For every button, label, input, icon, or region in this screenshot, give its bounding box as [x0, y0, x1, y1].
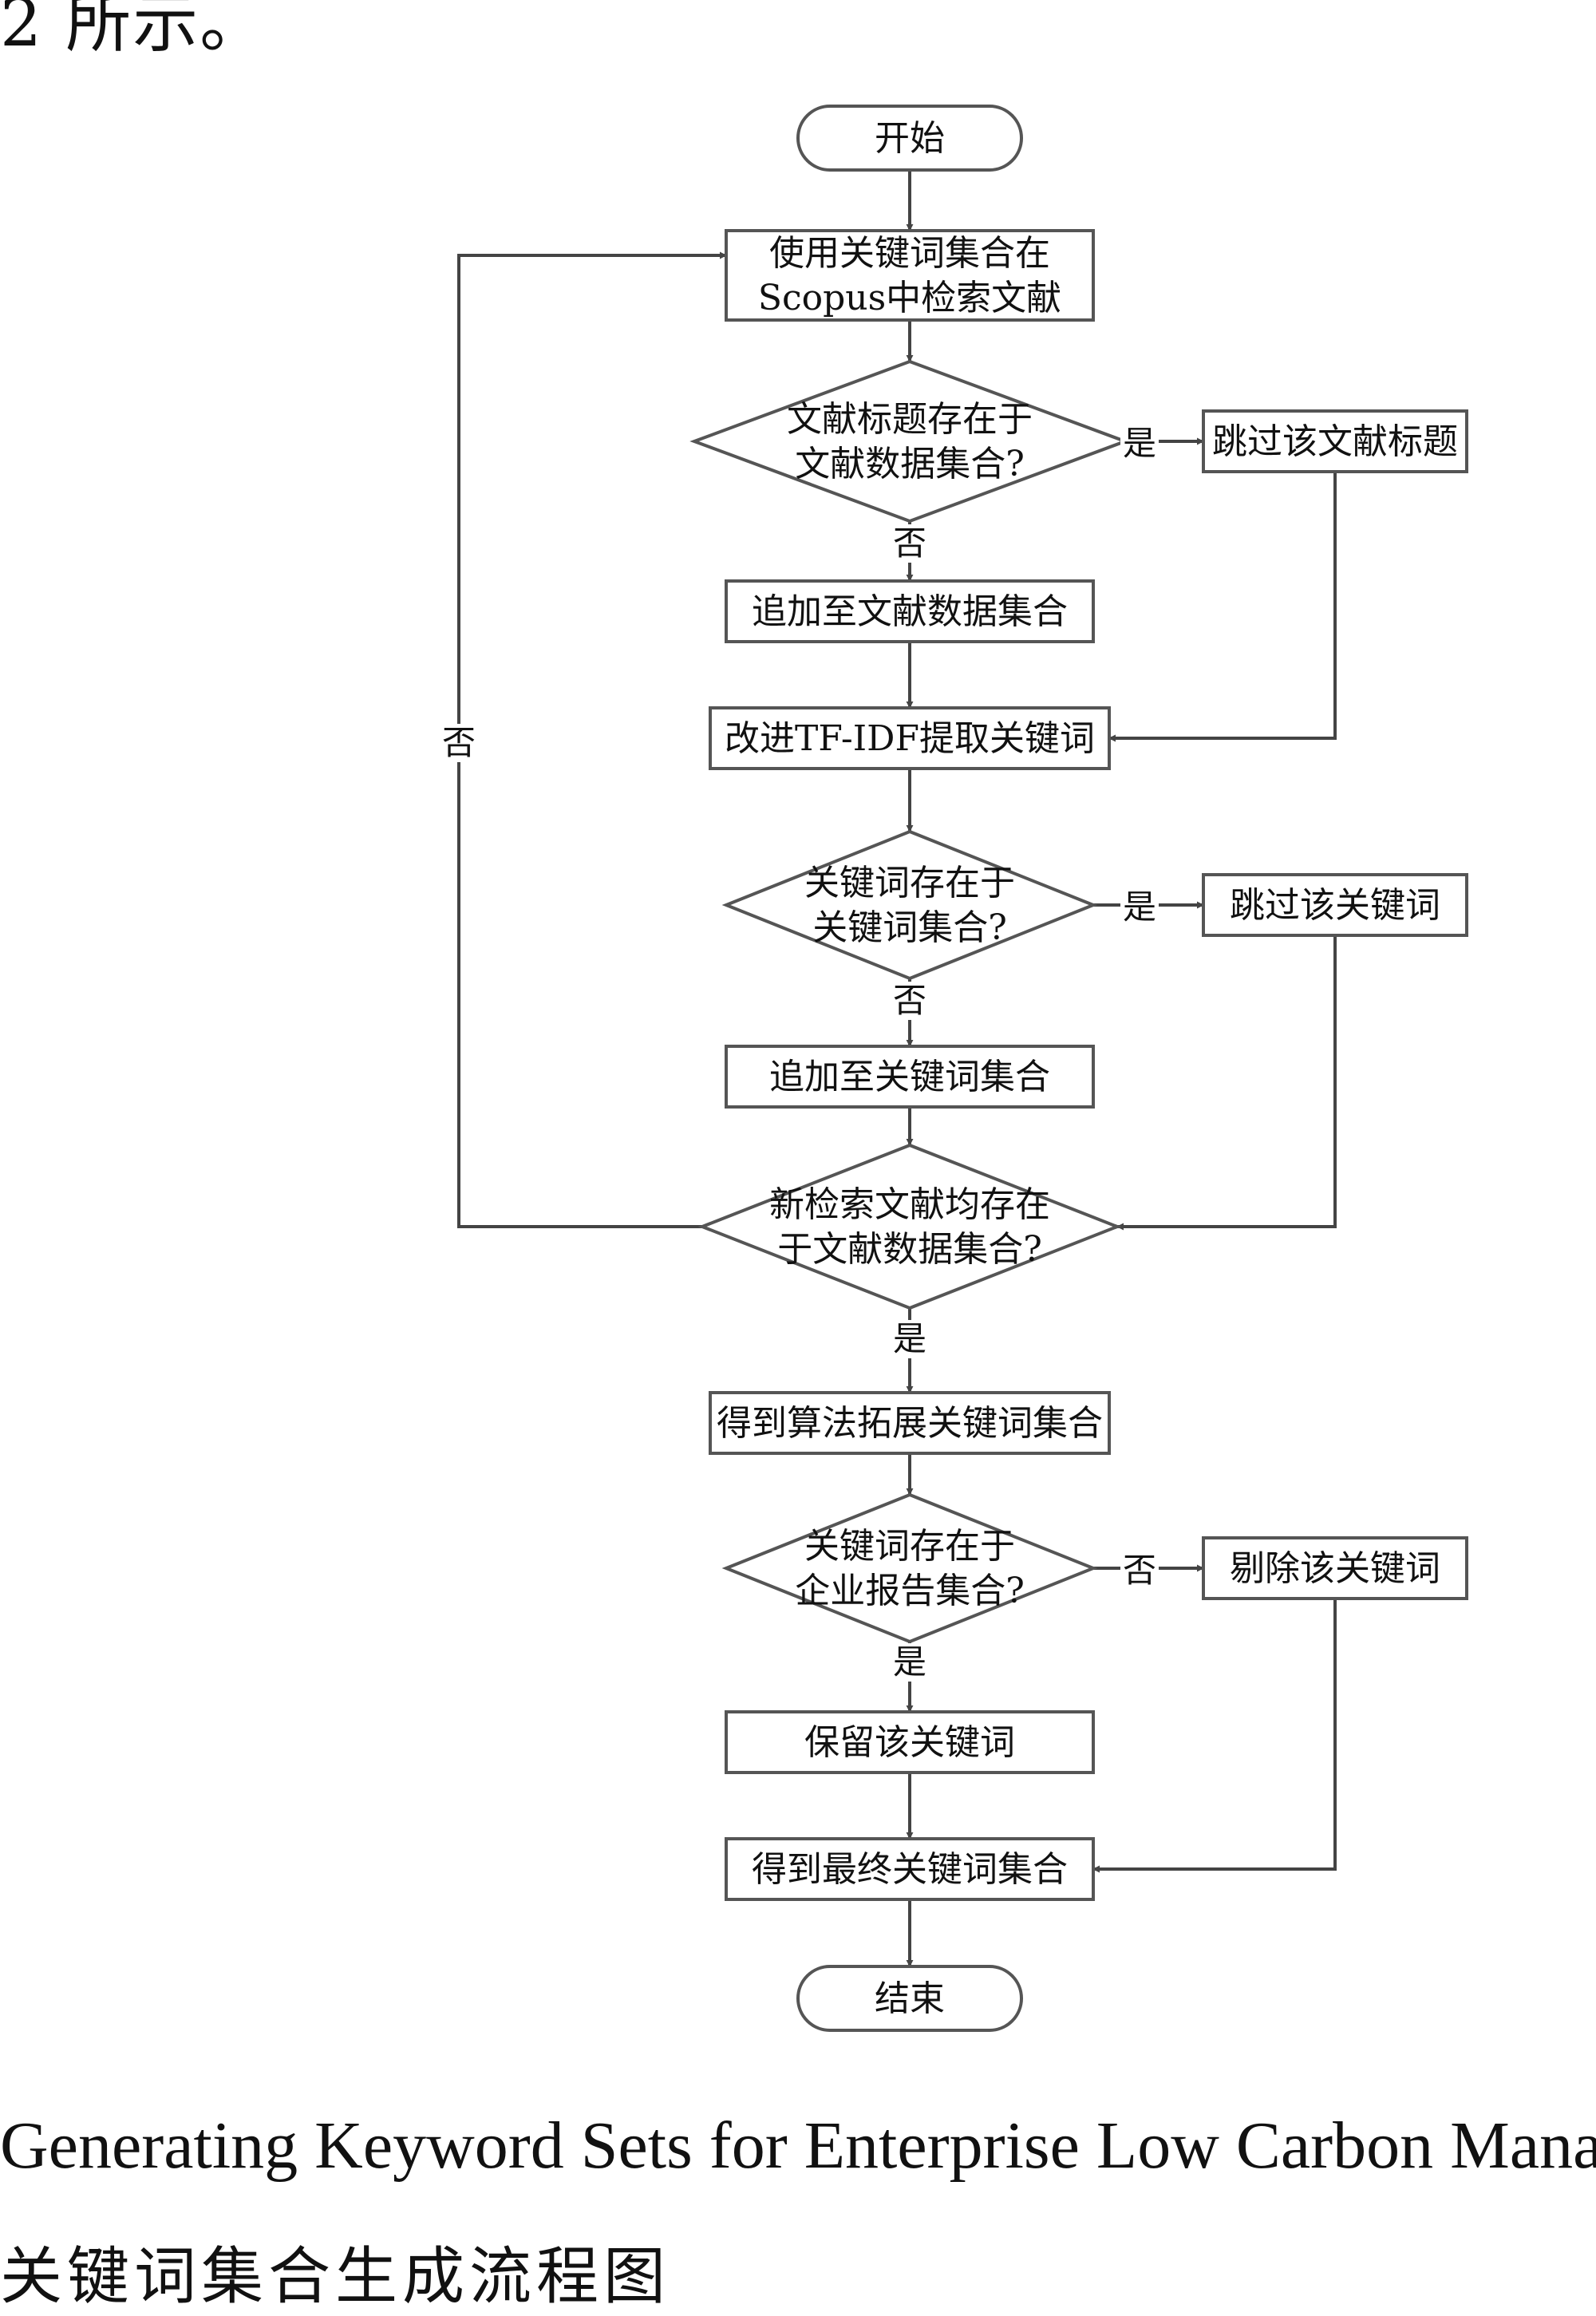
process-box	[709, 1391, 1111, 1455]
decision-diamond	[689, 359, 1130, 524]
decision-diamond	[697, 1143, 1122, 1310]
node-label: 于文献数据集合?	[777, 1229, 1042, 1270]
node-skip-kw: 跳过该关键词	[1202, 873, 1468, 937]
edge-label: 是	[893, 1319, 926, 1358]
decision-diamond	[721, 829, 1098, 981]
process-box	[1202, 409, 1468, 473]
figure-caption-chinese: 关键词集合生成流程图	[0, 2241, 671, 2313]
edge-label-backing	[1120, 1551, 1159, 1590]
node-label: 企业报告集合?	[795, 1571, 1025, 1611]
process-box	[1202, 1536, 1468, 1600]
node-tfidf: 改进TF-IDF提取关键词	[709, 706, 1111, 770]
node-end: 结束	[796, 1965, 1023, 2032]
edge-label: 是	[1123, 887, 1156, 927]
node-label: 追加至关键词集合	[769, 1057, 1050, 1097]
edge-label-backing	[891, 1320, 929, 1358]
node-label: 剔除该关键词	[1230, 1548, 1440, 1589]
node-append-kw: 追加至关键词集合	[725, 1045, 1095, 1109]
node-label: 新检索文献均存在	[769, 1184, 1050, 1225]
node-label: 跳过该关键词	[1230, 885, 1440, 926]
flowchart: 开始使用关键词集合在Scopus中检索文献文献标题存在于文献数据集合?跳过该文献…	[440, 105, 1468, 2032]
node-label: 关键词存在于	[804, 1526, 1015, 1567]
node-label: 结束	[875, 1978, 945, 2019]
process-box	[725, 229, 1095, 322]
node-label: 跳过该文献标题	[1212, 421, 1458, 462]
process-box	[725, 1710, 1095, 1774]
node-append-doc: 追加至文献数据集合	[725, 579, 1095, 643]
edge-label-backing	[891, 982, 929, 1020]
decision-diamond	[721, 1492, 1098, 1644]
edge-label-backing	[1120, 888, 1159, 927]
process-box	[725, 1045, 1095, 1109]
node-label: 开始	[875, 118, 945, 159]
node-remove-kw: 剔除该关键词	[1202, 1536, 1468, 1600]
process-box	[1202, 873, 1468, 937]
edge-label-backing	[1120, 425, 1159, 463]
node-label: 追加至文献数据集合	[752, 591, 1068, 632]
edge-d-new-docs-to-search	[457, 251, 727, 1228]
node-label: Scopus中检索文献	[758, 278, 1061, 318]
edge-remove-kw-to-get-final	[1092, 1599, 1337, 1873]
node-start: 开始	[796, 105, 1023, 172]
node-label: 关键词存在于	[804, 863, 1015, 903]
edge-label: 否	[442, 723, 476, 762]
node-label: 文献数据集合?	[795, 444, 1025, 484]
edge-label-backing	[891, 524, 929, 563]
process-box	[725, 579, 1095, 643]
node-label: 得到算法拓展关键词集合	[717, 1403, 1103, 1444]
edge-label: 否	[893, 524, 926, 563]
figure-caption-english: Generating Keyword Sets for Enterprise L…	[0, 2109, 1596, 2183]
node-get-final: 得到最终关键词集合	[725, 1837, 1095, 1901]
node-label: 改进TF-IDF提取关键词	[725, 718, 1095, 759]
node-label: 使用关键词集合在	[769, 233, 1050, 274]
node-get-expanded: 得到算法拓展关键词集合	[709, 1391, 1111, 1455]
node-label: 保留该关键词	[804, 1722, 1015, 1763]
node-skip-title: 跳过该文献标题	[1202, 409, 1468, 473]
edge-label: 是	[1123, 424, 1156, 463]
node-keep-kw: 保留该关键词	[725, 1710, 1095, 1774]
edge-skip-title-to-tfidf	[1108, 472, 1337, 742]
edge-label: 否	[893, 981, 926, 1020]
terminal-shape	[796, 1965, 1023, 2032]
node-label: 得到最终关键词集合	[752, 1849, 1068, 1890]
edge-label-backing	[440, 724, 478, 762]
terminal-shape	[796, 105, 1023, 172]
process-box	[709, 706, 1111, 770]
process-box	[725, 1837, 1095, 1901]
edge-label: 否	[1123, 1551, 1156, 1590]
edge-label-backing	[891, 1643, 929, 1682]
node-label: 关键词集合?	[812, 907, 1007, 948]
edge-skip-kw-to-d-new-docs	[1116, 935, 1337, 1231]
preceding-text-fragment: 2 所示。	[0, 0, 267, 61]
node-label: 文献标题存在于	[787, 399, 1033, 440]
edge-label: 是	[893, 1642, 926, 1682]
